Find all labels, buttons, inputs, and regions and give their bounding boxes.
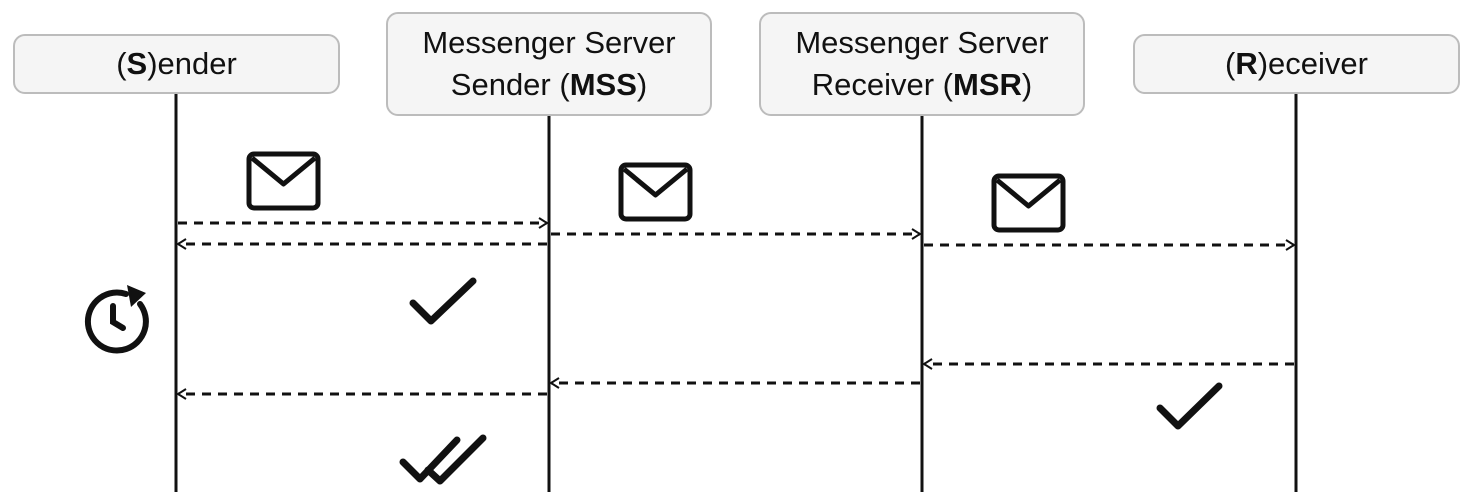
clock-icon [84, 285, 149, 354]
single-check-icon [1156, 382, 1223, 430]
participant-mss-label-line1: Messenger Server [422, 25, 676, 60]
single-check-icon [409, 277, 477, 325]
participant-msr-label-line1: Messenger Server [795, 25, 1049, 60]
participant-receiver: (R)eceiver [1133, 34, 1460, 94]
participant-sender-label: (S)ender [116, 46, 237, 81]
double-check-icon [399, 434, 487, 485]
participant-msr-label-line2: Receiver (MSR) [811, 67, 1033, 102]
participant-mss: Messenger Server Sender (MSS) [386, 12, 712, 116]
participant-msr: Messenger Server Receiver (MSR) [759, 12, 1085, 116]
participant-sender: (S)ender [13, 34, 340, 94]
envelope-icon [991, 173, 1066, 233]
participant-mss-label-line2: Sender (MSS) [450, 67, 648, 102]
envelope-icon [246, 151, 321, 211]
envelope-icon [618, 162, 693, 222]
participant-receiver-label: (R)eceiver [1225, 46, 1368, 81]
